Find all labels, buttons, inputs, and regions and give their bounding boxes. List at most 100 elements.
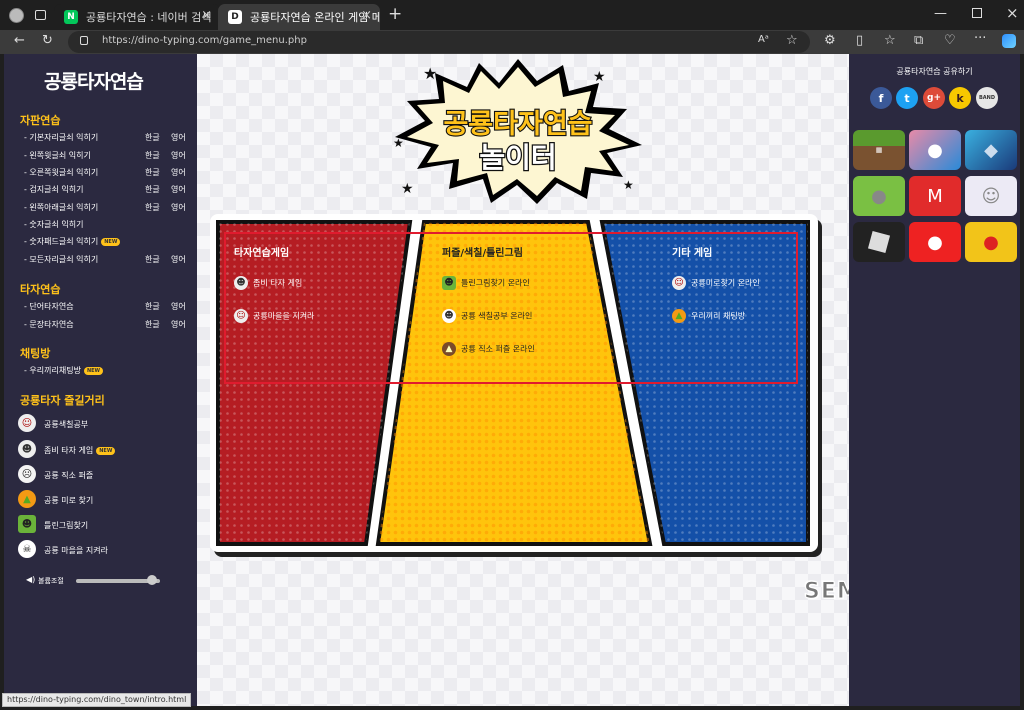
- roblox-icon[interactable]: [853, 222, 905, 262]
- korean-link[interactable]: 한글: [145, 203, 160, 212]
- menu-item-label[interactable]: - 검지글쇠 익히기: [24, 185, 84, 194]
- game-link[interactable]: ▲우리끼리 채팅방: [672, 309, 745, 327]
- english-link[interactable]: 영어: [171, 203, 186, 212]
- favorite-star-icon[interactable]: ☆: [786, 33, 798, 48]
- fun-item[interactable]: ☠공룡 마을을 지켜라: [18, 540, 188, 558]
- refresh-icon[interactable]: ↻: [42, 33, 53, 48]
- frankenstein-icon: ☻: [18, 515, 36, 533]
- game-link-label: 공룡마을을 지켜라: [253, 311, 315, 321]
- fun-item-label: 공룡색칠공부: [44, 420, 89, 429]
- collections-icon[interactable]: ⧉: [914, 33, 924, 48]
- tab-game-menu[interactable]: D 공룡타자연습 온라인 게임 메뉴 ×: [218, 4, 380, 30]
- split-screen-icon[interactable]: ▯: [856, 33, 864, 48]
- english-link[interactable]: 영어: [171, 320, 186, 329]
- kakao-icon[interactable]: k: [949, 87, 971, 109]
- game-link[interactable]: ☺ 공룡마을을 지켜라: [234, 309, 314, 327]
- korean-link[interactable]: 한글: [145, 133, 160, 142]
- english-link[interactable]: 영어: [171, 151, 186, 160]
- menu-item-label[interactable]: - 기본자리글쇠 익히기: [24, 133, 99, 142]
- korean-link[interactable]: 한글: [145, 320, 160, 329]
- status-bar-url: https://dino-typing.com/dino_town/intro.…: [2, 693, 192, 707]
- game-link[interactable]: ☻틀린그림찾기 온라인: [442, 276, 530, 294]
- game-link[interactable]: ▲공룡 직소 퍼즐 온라인: [442, 342, 535, 360]
- scream-icon: ☹: [18, 465, 36, 483]
- roblox-icon: [867, 230, 891, 254]
- more-icon[interactable]: ···: [974, 31, 987, 46]
- tab-naver-search[interactable]: N 공룡타자연습 : 네이버 검색 ×: [54, 4, 220, 30]
- band-icon[interactable]: BAND: [976, 87, 998, 109]
- korean-link[interactable]: 한글: [145, 168, 160, 177]
- anime-girl-icon[interactable]: ☺: [965, 176, 1017, 216]
- volume-label: 볼륨조절: [38, 577, 64, 585]
- mario-icon[interactable]: M: [909, 176, 961, 216]
- english-link[interactable]: 영어: [171, 255, 186, 264]
- red-ball-icon[interactable]: ●: [909, 222, 961, 262]
- korean-link[interactable]: 한글: [145, 302, 160, 311]
- health-icon[interactable]: ♡: [944, 33, 956, 48]
- url-input[interactable]: https://dino-typing.com/game_menu.php Aᵃ…: [68, 31, 810, 53]
- profile-avatar[interactable]: [9, 8, 24, 23]
- minimize-icon[interactable]: —: [934, 6, 947, 21]
- close-tab-icon[interactable]: ×: [361, 8, 372, 23]
- favorites-icon[interactable]: ☆: [884, 33, 896, 48]
- fun-item[interactable]: ☻틀린그림찾기: [18, 515, 188, 533]
- minecraft-icon[interactable]: ▦: [853, 130, 905, 170]
- league-icon[interactable]: ◆: [965, 130, 1017, 170]
- korean-link[interactable]: 한글: [145, 185, 160, 194]
- game-link[interactable]: ☺공룡미로찾기 온라인: [672, 276, 760, 294]
- maximize-icon[interactable]: [972, 8, 982, 18]
- among-us-icon[interactable]: ●: [965, 222, 1017, 262]
- extensions-icon[interactable]: ⚙: [824, 33, 836, 48]
- new-tab-icon[interactable]: +: [388, 4, 403, 24]
- close-window-icon[interactable]: ×: [1006, 4, 1019, 22]
- twitter-icon[interactable]: t: [896, 87, 918, 109]
- menu-item-label[interactable]: - 왼쪽아래글쇠 익히기: [24, 203, 99, 212]
- vampire-icon: ☺: [234, 309, 248, 323]
- mario-icon: M: [927, 185, 943, 207]
- close-tab-icon[interactable]: ×: [201, 8, 212, 23]
- game-link-label: 우리끼리 채팅방: [691, 311, 746, 321]
- menu-item-label[interactable]: - 오른쪽윗글쇠 익히기: [24, 168, 99, 177]
- korean-link[interactable]: 한글: [145, 151, 160, 160]
- english-link[interactable]: 영어: [171, 133, 186, 142]
- english-link[interactable]: 영어: [171, 302, 186, 311]
- menu-item-label[interactable]: - 모든자리글쇠 익히기: [24, 255, 99, 264]
- site-logo[interactable]: 공룡타자연습: [44, 71, 144, 93]
- star-icon: ★: [593, 69, 606, 85]
- new-badge: NEW: [101, 238, 121, 246]
- menu-item-label[interactable]: - 문장타자연습: [24, 320, 74, 329]
- volume-slider-thumb[interactable]: [146, 575, 157, 585]
- vampire-icon: ☺: [18, 414, 36, 432]
- piggy-icon[interactable]: ●: [909, 130, 961, 170]
- english-link[interactable]: 영어: [171, 185, 186, 194]
- fun-item[interactable]: ▲공룡 미로 찾기: [18, 490, 188, 508]
- frankenstein-icon: ☻: [442, 276, 456, 290]
- menu-item-label[interactable]: - 숫자글쇠 익히기: [24, 220, 84, 229]
- fun-item[interactable]: ☹공룡 직소 퍼즐: [18, 465, 188, 483]
- menu-item-label[interactable]: - 왼쪽윗글쇠 익히기: [24, 151, 91, 160]
- tab-actions-icon[interactable]: [35, 10, 46, 20]
- fun-item[interactable]: ☺ 공룡색칠공부: [18, 414, 188, 432]
- game-link[interactable]: ☻공룡 색칠공부 온라인: [442, 309, 532, 327]
- google-plus-icon[interactable]: g+: [923, 87, 945, 109]
- new-badge: NEW: [96, 447, 116, 455]
- game-link[interactable]: ☻좀비 타자 게임: [234, 276, 302, 294]
- copilot-icon[interactable]: [1002, 34, 1016, 48]
- back-icon[interactable]: ←: [14, 33, 25, 48]
- volume-slider[interactable]: [76, 579, 160, 583]
- menu-item-label[interactable]: - 단어타자연습: [24, 302, 74, 311]
- read-aloud-icon[interactable]: Aᵃ: [758, 34, 769, 45]
- main-area: ★ ★ ★ ★ ★ 공룡타자연습 놀이터: [197, 54, 922, 706]
- highlight-rectangle: [224, 232, 798, 384]
- fun-item-label: 공룡 미로 찾기: [44, 496, 94, 505]
- facebook-icon[interactable]: f: [870, 87, 892, 109]
- talking-tom-icon[interactable]: ●: [853, 176, 905, 216]
- burst-inner: [407, 67, 629, 196]
- menu-item: - 문장타자연습 한글 영어: [24, 319, 194, 331]
- menu-item-text: - 우리끼리채팅방: [24, 366, 81, 375]
- korean-link[interactable]: 한글: [145, 255, 160, 264]
- english-link[interactable]: 영어: [171, 168, 186, 177]
